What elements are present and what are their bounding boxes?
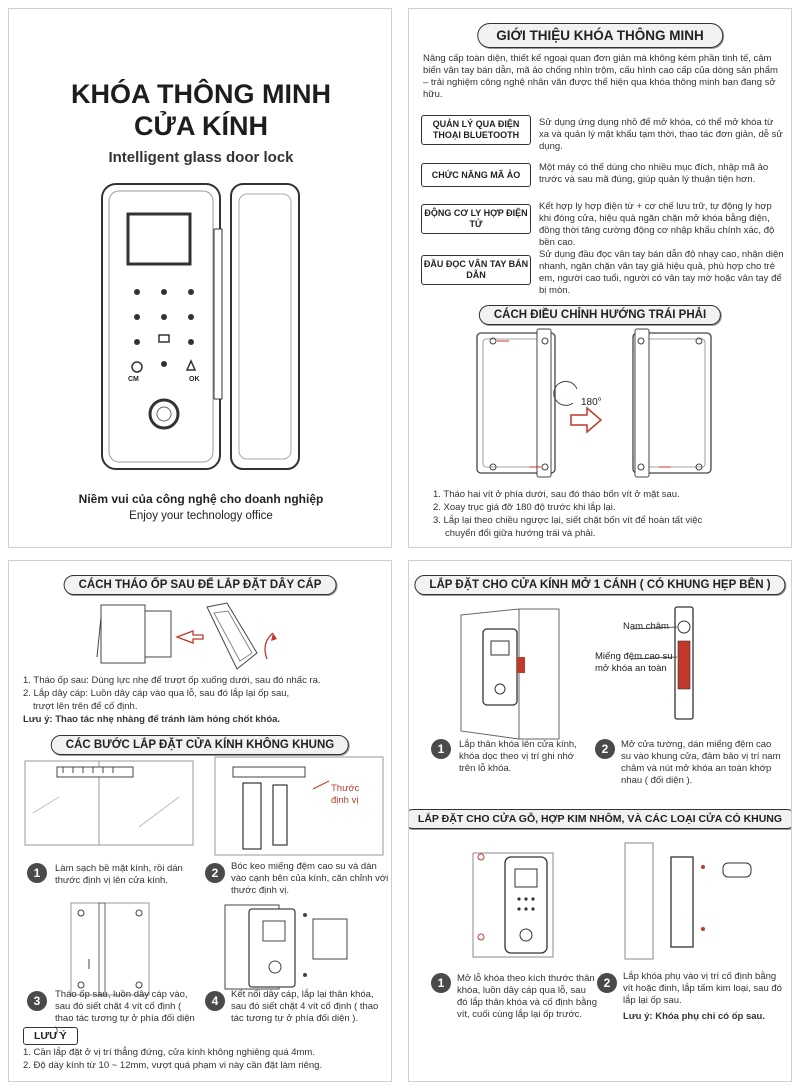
- cover-title-line1: KHÓA THÔNG MINH: [71, 79, 331, 109]
- feature-virtual-code-label: CHỨC NĂNG MÃ ẢO: [421, 163, 531, 187]
- framed-step-1-number: 1: [431, 973, 451, 993]
- direction-step-3-cont: chuyển đổi giữa hướng trái và phải.: [445, 528, 596, 539]
- notes-heading: LƯU Ý: [23, 1027, 78, 1045]
- key-cm-label: CM: [128, 376, 139, 383]
- direction-step-1: 1. Tháo hai vít ở phía dưới, sau đó tháo…: [433, 489, 680, 500]
- single-door-heading: LẮP ĐẶT CHO CỬA KÍNH MỞ 1 CÁNH ( CÓ KHUN…: [414, 575, 786, 595]
- lock-front-illustration: [101, 183, 300, 470]
- rotate-180-label: 180°: [581, 397, 602, 408]
- magnet-label: Nam châm: [623, 621, 669, 632]
- single-door-step-2-number: 2: [595, 739, 615, 759]
- feature-bluetooth-desc: Sử dụng ứng dụng nhỏ để mở khóa, có thể …: [539, 117, 783, 152]
- single-door-illustration: [460, 606, 694, 740]
- frameless-step-3-text: Tháo ốp sau, luồn dây cáp vào, sau đó si…: [55, 989, 195, 1036]
- single-door-step-1-number: 1: [431, 739, 451, 759]
- direction-illustration: [476, 328, 712, 478]
- feature-virtual-code-desc: Một máy có thể dùng cho nhiều mục đích, …: [539, 162, 769, 185]
- frameless-step-4-number: 4: [205, 991, 225, 1011]
- intro-heading: GIỚI THIỆU KHÓA THÔNG MINH: [477, 23, 723, 48]
- cable-heading: CÁCH THÁO ỐP SAU ĐỂ LẮP ĐẶT DÂY CÁP: [63, 575, 337, 595]
- frameless-step-2-number: 2: [205, 863, 225, 883]
- direction-step-2: 2. Xoay trục giá đỡ 180 độ trước khi lắp…: [433, 502, 616, 513]
- framed-note: Lưu ý: Khóa phụ chỉ có ốp sau.: [623, 1011, 765, 1022]
- single-door-step-1-text: Lắp thân khóa lên cửa kính, khóa dọc the…: [459, 739, 577, 774]
- slogan-en: Enjoy your technology office: [129, 510, 273, 522]
- frameless-step1-illustration: [24, 760, 194, 846]
- intro-paragraph: Nâng cấp toàn diện, thiết kế ngoại quan …: [423, 53, 778, 100]
- cable-step-1: 1. Tháo ốp sau: Dùng lực nhẹ để trượt ốp…: [23, 675, 321, 686]
- feature-fingerprint-desc: Sử dụng đầu đọc vân tay bán dẫn độ nhạy …: [539, 249, 784, 296]
- feature-clutch-desc: Kết hợp ly hợp điện từ + cơ chế lưu trữ,…: [539, 201, 775, 248]
- frameless-step4-illustration: [224, 904, 348, 990]
- frameless-step2-illustration: [214, 756, 384, 856]
- frameless-step-4-text: Kết nối dây cáp, lắp lại thân khóa, sau …: [231, 989, 379, 1024]
- note-2: 2. Độ dày kính từ 10 ~ 12mm, vượt quá ph…: [23, 1060, 323, 1071]
- framed-step-2-number: 2: [597, 973, 617, 993]
- cover-subtitle: Intelligent glass door lock: [108, 149, 294, 166]
- single-door-step-2-text: Mở cửa tường, dán miếng đệm cao su vào k…: [621, 739, 781, 786]
- slogan-vi: Niềm vui của công nghệ cho doanh nghiệp: [78, 492, 324, 506]
- framed-door-heading: LẮP ĐẶT CHO CỬA GỖ, HỢP KIM NHÔM, VÀ CÁC…: [409, 809, 791, 829]
- direction-step-3: 3. Lắp lại theo chiều ngược lại, siết ch…: [433, 515, 703, 526]
- pad-label-line2: mở khóa an toàn: [595, 663, 667, 674]
- frameless-step-1-text: Làm sạch bề mặt kính, rồi dán thước định…: [55, 863, 183, 886]
- door-install-panel: LẮP ĐẶT CHO CỬA KÍNH MỞ 1 CÁNH ( CÓ KHUN…: [408, 560, 792, 1082]
- framed-step-2-text: Lắp khóa phụ vào vị trí cố định bằng vít…: [623, 971, 782, 1006]
- framed-door-step1-illustration: [472, 852, 554, 958]
- frameless-step-1-number: 1: [27, 863, 47, 883]
- locator-label: Thước định vị: [331, 783, 360, 806]
- cable-note: Lưu ý: Thao tác nhẹ nhàng để tránh làm h…: [23, 714, 281, 725]
- intro-panel: GIỚI THIỆU KHÓA THÔNG MINH Nâng cấp toàn…: [408, 8, 792, 548]
- frameless-step3-illustration: [70, 902, 150, 996]
- framed-door-step2-illustration: [624, 842, 752, 960]
- feature-fingerprint-label: ĐẦU ĐỌC VÂN TAY BÁN DẪN: [421, 255, 531, 285]
- note-1: 1. Cần lắp đặt ở vị trí thẳng đứng, cửa …: [23, 1047, 315, 1058]
- frameless-step-2-text: Bóc keo miếng đệm cao su và dán vào cạnh…: [231, 861, 389, 896]
- cable-illustration: [96, 602, 277, 670]
- pad-label-line1: Miếng đệm cao su: [595, 651, 673, 662]
- cable-step-2-cont: trượt lên trên để cố định.: [33, 701, 138, 712]
- framed-step-1-text: Mở lỗ khóa theo kích thước thân khóa, lu…: [457, 973, 597, 1020]
- direction-heading: CÁCH ĐIỀU CHỈNH HƯỚNG TRÁI PHẢI: [478, 305, 722, 325]
- key-ok-label: OK: [189, 376, 200, 383]
- cable-install-panel: CÁCH THÁO ỐP SAU ĐỂ LẮP ĐẶT DÂY CÁP 1. T…: [8, 560, 392, 1082]
- feature-bluetooth-label: QUẢN LÝ QUA ĐIỆN THOẠI BLUETOOTH: [421, 115, 531, 145]
- frameless-step-3-number: 3: [27, 991, 47, 1011]
- cover-panel: KHÓA THÔNG MINH CỬA KÍNH Intelligent gla…: [8, 8, 392, 548]
- frameless-heading: CÁC BƯỚC LẮP ĐẶT CỬA KÍNH KHÔNG KHUNG: [50, 735, 350, 755]
- feature-clutch-label: ĐỘNG CƠ LY HỢP ĐIỆN TỬ: [421, 204, 531, 234]
- cable-step-2: 2. Lắp dây cáp: Luồn dây cáp vào qua lỗ,…: [23, 688, 290, 699]
- cover-title-line2: CỬA KÍNH: [134, 111, 268, 141]
